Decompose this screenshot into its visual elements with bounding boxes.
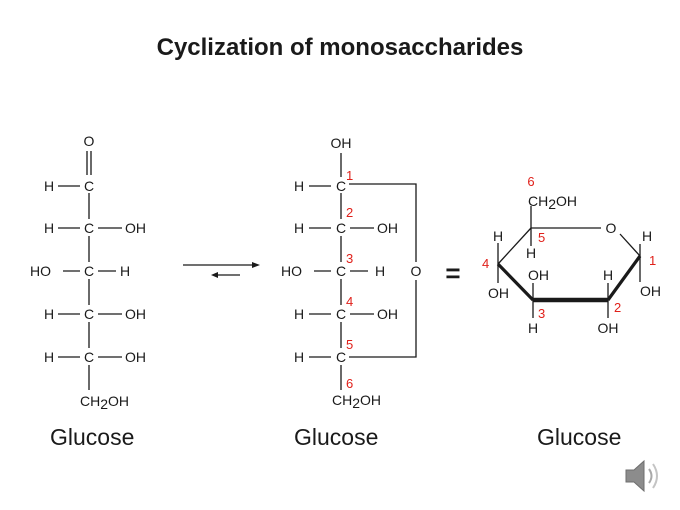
svg-text:OH: OH xyxy=(598,320,619,336)
svg-text:H: H xyxy=(526,245,536,261)
carbon-number-5: 5 xyxy=(346,337,353,352)
ring-oxygen-open: O xyxy=(411,263,422,279)
equilibrium-arrows xyxy=(183,262,260,278)
svg-text:C: C xyxy=(84,178,94,194)
carbon-number-1: 1 xyxy=(346,168,353,183)
svg-text:H: H xyxy=(44,306,54,322)
aldehyde-oxygen: O xyxy=(84,133,95,149)
svg-text:HO: HO xyxy=(30,263,51,279)
svg-text:H: H xyxy=(294,306,304,322)
svg-text:H: H xyxy=(294,220,304,236)
ch2oh-group: CH2OH xyxy=(332,392,381,411)
carbon-number-6: 6 xyxy=(346,376,353,391)
svg-text:OH: OH xyxy=(377,306,398,322)
svg-text:C: C xyxy=(84,263,94,279)
svg-text:OH: OH xyxy=(488,285,509,301)
svg-text:H: H xyxy=(375,263,385,279)
diagram-title: Cyclization of monosaccharides xyxy=(156,34,524,61)
open-chain-glucose xyxy=(58,151,122,390)
carbon-number-4: 4 xyxy=(346,294,353,309)
svg-text:OH: OH xyxy=(377,220,398,236)
svg-text:OH: OH xyxy=(125,306,146,322)
ring-number-6: 6 xyxy=(527,174,534,189)
haworth-ring xyxy=(496,206,642,318)
svg-text:C: C xyxy=(336,220,346,236)
equals-sign: = xyxy=(445,258,460,288)
ring-number-4: 4 xyxy=(482,256,489,271)
svg-text:H: H xyxy=(294,178,304,194)
svg-text:OH: OH xyxy=(528,267,549,283)
ring-number-5: 5 xyxy=(538,230,545,245)
open-chain-labels: O H C H C OH HO C H H C OH H C OH CH2OH xyxy=(30,133,146,412)
svg-text:OH: OH xyxy=(125,220,146,236)
svg-text:H: H xyxy=(44,349,54,365)
caption-numbered-chain: Glucose xyxy=(294,424,379,450)
svg-text:OH: OH xyxy=(640,283,661,299)
ch2oh-group: CH2OH xyxy=(80,393,129,412)
speaker-icon[interactable] xyxy=(622,456,668,501)
ch2oh-group: CH2OH xyxy=(528,193,577,212)
svg-text:H: H xyxy=(120,263,130,279)
svg-text:H: H xyxy=(603,267,613,283)
numbered-chain-labels: OH H C H C OH HO C H H C OH H C O CH2OH … xyxy=(281,135,422,411)
haworth-labels: CH2OH O H H OH OH H H OH H OH 6 5 4 3 2 … xyxy=(482,174,661,336)
svg-text:C: C xyxy=(84,306,94,322)
ring-number-2: 2 xyxy=(614,300,621,315)
svg-text:HO: HO xyxy=(281,263,302,279)
svg-text:H: H xyxy=(493,228,503,244)
svg-text:C: C xyxy=(336,263,346,279)
svg-text:OH: OH xyxy=(331,135,352,151)
svg-text:H: H xyxy=(44,220,54,236)
svg-text:H: H xyxy=(642,228,652,244)
numbered-chain-glucose xyxy=(309,153,417,390)
svg-text:OH: OH xyxy=(125,349,146,365)
svg-text:H: H xyxy=(44,178,54,194)
svg-text:H: H xyxy=(528,320,538,336)
carbon-number-3: 3 xyxy=(346,251,353,266)
svg-text:C: C xyxy=(84,220,94,236)
svg-text:C: C xyxy=(336,178,346,194)
caption-ring: Glucose xyxy=(537,424,622,450)
svg-text:C: C xyxy=(336,349,346,365)
svg-text:C: C xyxy=(84,349,94,365)
svg-text:C: C xyxy=(336,306,346,322)
carbon-number-2: 2 xyxy=(346,205,353,220)
ring-oxygen: O xyxy=(606,220,617,236)
svg-text:H: H xyxy=(294,349,304,365)
caption-open-chain: Glucose xyxy=(50,424,135,450)
ring-number-1: 1 xyxy=(649,253,656,268)
ring-number-3: 3 xyxy=(538,306,545,321)
